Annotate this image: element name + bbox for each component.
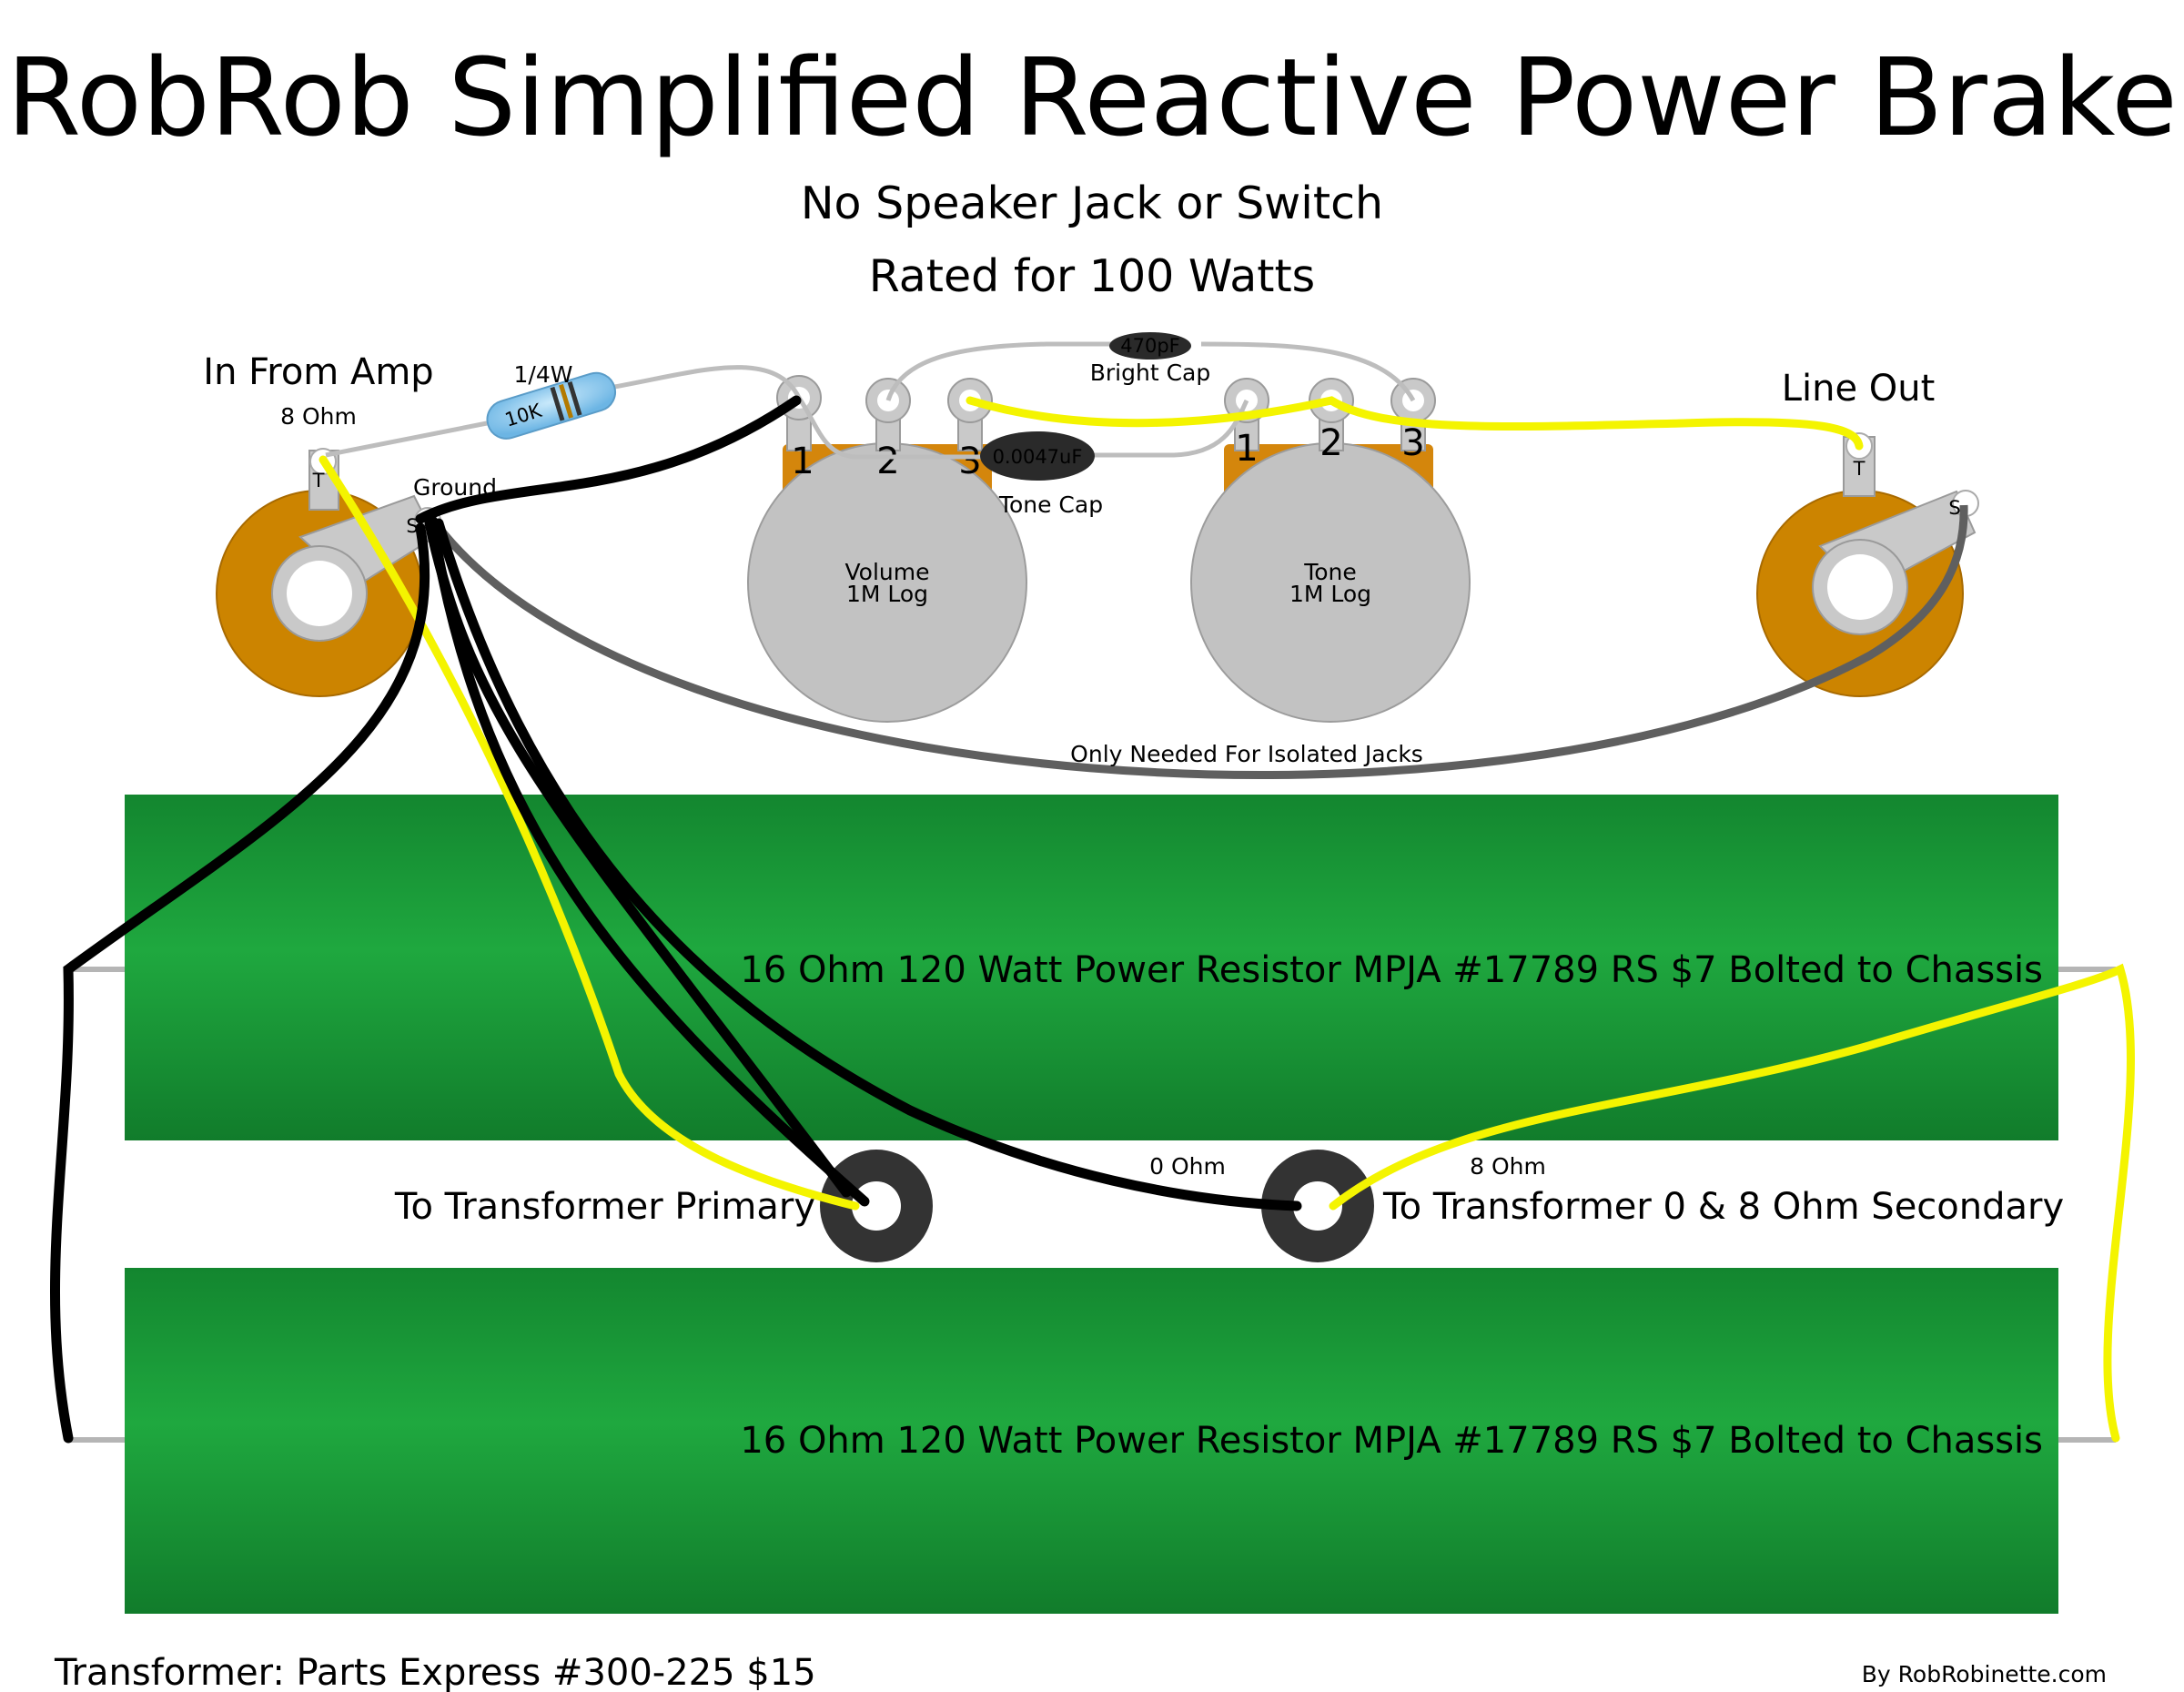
component-leads bbox=[325, 341, 1416, 460]
volume-pot-name: Volume bbox=[845, 559, 930, 585]
output-jack: T S bbox=[1756, 432, 1979, 697]
volume-pot-value: 1M Log bbox=[846, 581, 928, 607]
output-jack-label: Line Out bbox=[1782, 368, 1936, 410]
power-resistor-bottom-label: 16 Ohm 120 Watt Power Resistor MPJA #177… bbox=[740, 1420, 2043, 1462]
input-jack-label: In From Amp bbox=[203, 351, 433, 393]
bright-cap-value: 470pF bbox=[1120, 335, 1180, 357]
output-jack-sleeve-mark: S bbox=[1948, 497, 1960, 519]
black-wires bbox=[50, 395, 1302, 1444]
primary-terminal bbox=[820, 1150, 933, 1262]
primary-terminal-label: To Transformer Primary bbox=[394, 1186, 815, 1228]
page-title: RobRob Simplified Reactive Power Brake bbox=[6, 35, 2178, 160]
input-jack-tip-mark: T bbox=[312, 470, 325, 491]
tone-cap-label: Tone Cap bbox=[998, 491, 1103, 518]
isolated-ground-wire bbox=[429, 504, 1968, 779]
footer-transformer-note: Transformer: Parts Express #300-225 $15 bbox=[54, 1652, 816, 1692]
volume-lug-3: 3 bbox=[958, 441, 981, 482]
power-resistor-top: 16 Ohm 120 Watt Power Resistor MPJA #177… bbox=[68, 795, 2116, 1140]
tone-pot-name: Tone bbox=[1303, 559, 1357, 585]
series-resistor-rating: 1/4W bbox=[514, 361, 573, 388]
volume-lug-2: 2 bbox=[876, 441, 899, 482]
input-jack-sleeve-mark: S bbox=[406, 515, 418, 537]
bright-cap-label: Bright Cap bbox=[1090, 360, 1210, 386]
volume-lug-1: 1 bbox=[791, 441, 814, 482]
input-jack-impedance: 8 Ohm bbox=[280, 403, 357, 430]
footer-credit: By RobRobinette.com bbox=[1862, 1661, 2107, 1687]
tone-cap: 0.0047uF bbox=[980, 431, 1095, 481]
output-jack-tip-mark: T bbox=[1853, 458, 1866, 480]
secondary-terminal bbox=[1261, 1150, 1374, 1262]
tone-cap-value: 0.0047uF bbox=[993, 446, 1083, 468]
tone-lug-3: 3 bbox=[1401, 422, 1424, 464]
tone-lug-2: 2 bbox=[1320, 422, 1342, 464]
subtitle-rating: Rated for 100 Watts bbox=[869, 250, 1315, 302]
secondary-tap-8: 8 Ohm bbox=[1470, 1153, 1546, 1180]
tone-lug-1: 1 bbox=[1235, 428, 1258, 470]
secondary-tap-0: 0 Ohm bbox=[1149, 1153, 1226, 1180]
power-resistor-bottom: 16 Ohm 120 Watt Power Resistor MPJA #177… bbox=[68, 1268, 2116, 1614]
power-resistor-top-label: 16 Ohm 120 Watt Power Resistor MPJA #177… bbox=[740, 949, 2043, 991]
yellow-wires bbox=[318, 396, 2135, 1443]
volume-pot: Volume 1M Log 1 2 3 bbox=[747, 375, 1027, 723]
subtitle-no-jack: No Speaker Jack or Switch bbox=[801, 177, 1383, 229]
isolated-jack-note: Only Needed For Isolated Jacks bbox=[1070, 741, 1423, 767]
series-resistor: 10K bbox=[486, 371, 617, 440]
tone-pot-value: 1M Log bbox=[1289, 581, 1371, 607]
secondary-terminal-label: To Transformer 0 & 8 Ohm Secondary bbox=[1382, 1186, 2064, 1228]
bright-cap: 470pF bbox=[1109, 332, 1191, 360]
